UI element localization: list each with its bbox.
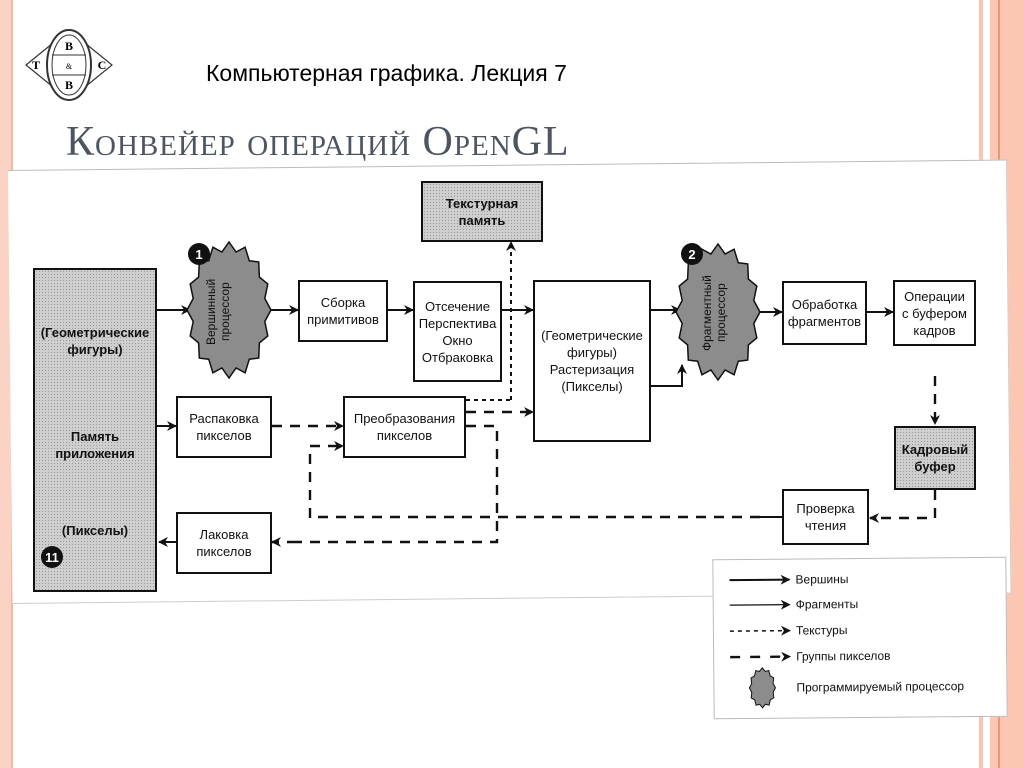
legend-item-vertices: Вершины <box>713 568 1005 591</box>
logo-letter-b-bottom: B <box>65 78 73 92</box>
clipping-line-window: Окно <box>442 332 473 348</box>
application-memory-box: (Геометрические фигуры) Память приложени… <box>33 268 157 592</box>
vertex-processor-line2: процессор <box>218 282 232 342</box>
raster-line-geometry: (Геометрические <box>541 328 643 343</box>
legend-item-textures: Текстуры <box>714 619 1006 642</box>
primitive-assembly-label: Сборка примитивов <box>307 295 379 327</box>
texture-memory-box: Текстурная память <box>421 181 543 242</box>
logo-letter-b-top: B <box>65 39 73 53</box>
legend-symbol-fragments <box>729 599 791 610</box>
legend-label-pixel-groups: Группы пикселов <box>796 648 891 664</box>
clipping-line-culling: Отбраковка <box>421 349 494 365</box>
clipping-line-perspective: Перспектива <box>418 315 497 331</box>
pixel-transfer-label: Преобразования пикселов <box>353 411 456 443</box>
fragment-processing-label: Обработка фрагментов <box>787 297 862 329</box>
stage-badge-2: 2 <box>681 243 703 265</box>
frame-buffer-box: Кадровый буфер <box>894 426 976 490</box>
logo-letter-c: C <box>98 58 107 72</box>
tvbc-logo-icon: B T & C B <box>25 29 113 101</box>
fragment-processor-label: Фрагментный процессор <box>700 258 736 368</box>
arrow-readback-to-transfer <box>308 441 344 518</box>
read-control-label: Проверка чтения <box>796 501 855 533</box>
legend-item-processor: Программируемый процессор <box>714 676 1006 699</box>
legend-item-pixel-groups: Группы пикселов <box>714 645 1006 668</box>
fragment-processor-line2: процессор <box>714 283 728 343</box>
logo-letter-t: T <box>32 58 40 72</box>
framebuffer-operations-box: Операции с буфером кадров <box>893 280 976 346</box>
pixel-transfer-box: Преобразования пикселов <box>343 396 466 458</box>
read-control-box: Проверка чтения <box>782 489 869 545</box>
fbops-line3: кадров <box>913 322 956 338</box>
fragment-processor-line1: Фрагментный <box>700 275 714 351</box>
left-decor-stripe <box>0 0 11 768</box>
logo-ampersand: & <box>66 62 73 71</box>
texture-memory-label: Текстурная память <box>445 195 519 228</box>
clipping-box: Отсечение Перспектива Окно Отбраковка <box>413 281 502 382</box>
legend-item-fragments: Фрагменты <box>714 593 1006 616</box>
arrow-framebuffer-to-read <box>869 490 937 523</box>
raster-line-rasterization: Растеризация <box>549 362 635 377</box>
vertex-processor-line1: Вершинный <box>204 278 218 346</box>
rasterization-box: (Геометрические фигуры) Растеризация (Пи… <box>533 280 651 442</box>
legend-label-processor: Программируемый процессор <box>796 679 965 695</box>
vertex-processor-label: Вершинный процессор <box>204 262 238 362</box>
course-title: Компьютерная графика. Лекция 7 <box>206 60 567 86</box>
legend-symbols <box>729 574 792 709</box>
legend-symbol-vertices <box>729 574 791 585</box>
appmem-geometry-label: (Геометрические фигуры) <box>40 325 150 357</box>
raster-line-figures: фигуры) <box>567 345 617 360</box>
pixel-pack-label: Лаковка пикселов <box>196 527 252 559</box>
pixel-unpack-label: Распаковка пикселов <box>189 411 259 443</box>
slide-heading: Конвейер операций OpenGL <box>66 119 570 165</box>
arrow-raster-to-fragment-lower <box>651 364 687 387</box>
fragment-processing-box: Обработка фрагментов <box>782 281 867 345</box>
stage-badge-1: 1 <box>188 243 210 265</box>
raster-line-pixels: (Пикселы) <box>561 379 623 394</box>
legend-symbol-textures <box>729 625 791 636</box>
fbops-line1: Операции <box>904 288 965 304</box>
fragment-processor-shape <box>675 242 761 382</box>
stage-badge-11: 11 <box>41 546 63 568</box>
legend-label-textures: Текстуры <box>795 623 848 638</box>
primitive-assembly-box: Сборка примитивов <box>298 280 388 342</box>
legend-label-vertices: Вершины <box>795 572 849 587</box>
legend-symbol-processor <box>748 667 776 709</box>
pixel-unpack-box: Распаковка пикселов <box>176 396 272 458</box>
pixel-pack-box: Лаковка пикселов <box>176 512 272 574</box>
legend: Вершины Фрагменты Текстуры Группы пиксел… <box>712 556 1008 720</box>
appmem-pixels-label: (Пикселы) <box>61 523 129 538</box>
vertex-processor-shape <box>186 240 272 380</box>
frame-buffer-label: Кадровый буфер <box>901 442 969 474</box>
appmem-memory-label: Память приложения <box>55 429 135 461</box>
legend-label-fragments: Фрагменты <box>795 597 859 612</box>
fbops-line2: с буфером <box>902 305 967 321</box>
clipping-line-clip: Отсечение <box>425 298 490 314</box>
